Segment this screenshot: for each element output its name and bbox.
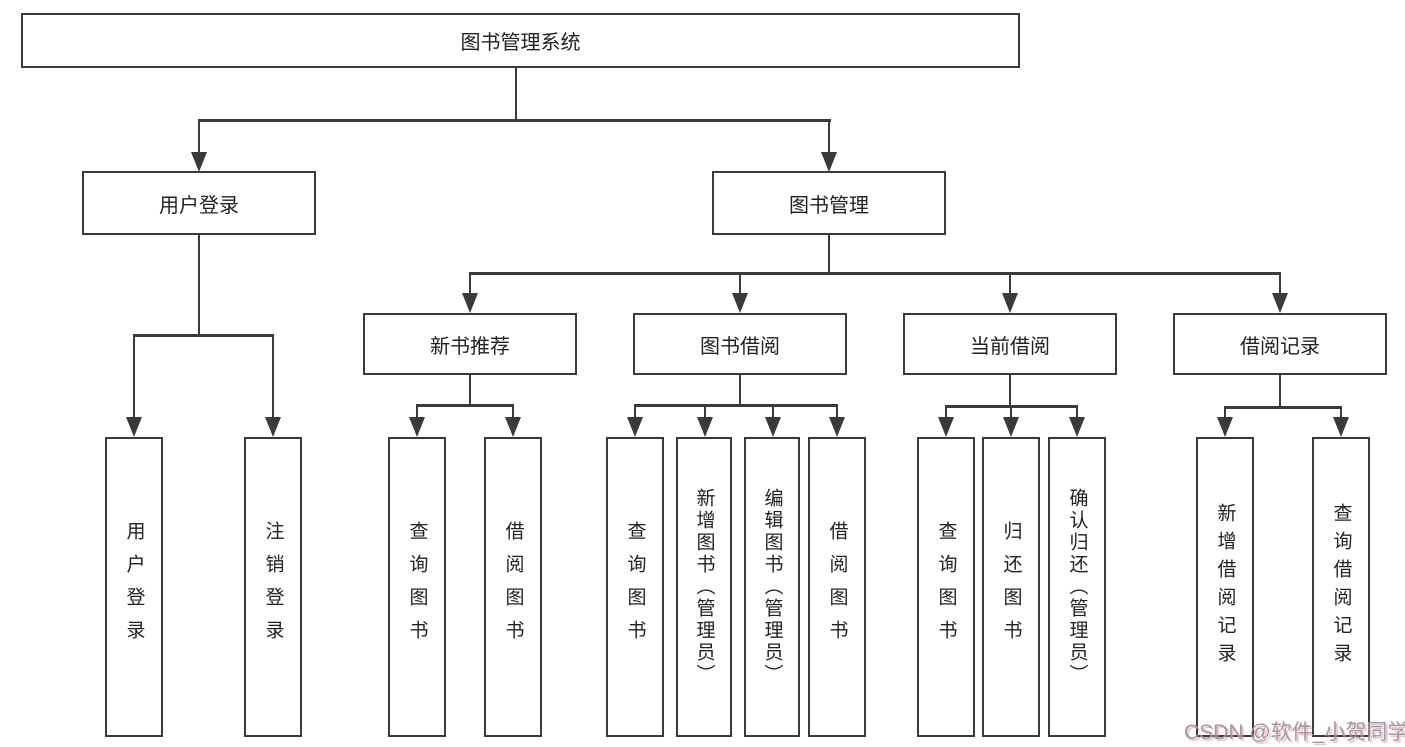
node-confirm-return: 确认归还（管理员）: [1048, 437, 1106, 737]
arrow-down-icon: [938, 417, 954, 437]
node-root: 图书管理系统: [21, 13, 1020, 68]
node-edit-book: 编辑图书（管理员）: [744, 437, 800, 737]
arrow-down-icon: [265, 417, 281, 437]
arrow-down-icon: [191, 152, 207, 172]
connector-line: [132, 334, 275, 337]
node-query-record: 查询借阅记录: [1312, 437, 1370, 737]
node-new-recommend: 新书推荐: [363, 313, 577, 375]
node-borrow-book-2-label: 借阅图书: [826, 521, 848, 653]
connector-line: [271, 334, 275, 420]
node-logout-label: 注销登录: [262, 521, 284, 653]
connector-line: [1339, 406, 1343, 419]
node-borrow-record-label: 借阅记录: [1240, 335, 1320, 358]
arrow-down-icon: [627, 417, 643, 437]
connector-line: [835, 404, 839, 419]
node-query-book-2-label: 查询图书: [624, 521, 646, 653]
connector-line: [415, 404, 419, 419]
node-login-label: 用户登录: [123, 521, 145, 653]
arrow-down-icon: [126, 417, 142, 437]
connector-line: [1278, 272, 1282, 297]
node-book-mgmt: 图书管理: [712, 171, 946, 235]
connector-line: [511, 404, 515, 419]
arrow-down-icon: [1002, 293, 1018, 313]
node-user-login-label: 用户登录: [159, 194, 239, 217]
connector-line: [703, 404, 707, 419]
node-current-borrow-label: 当前借阅: [970, 335, 1050, 358]
connector-line: [197, 235, 201, 336]
node-return-book-label: 归还图书: [1000, 521, 1022, 653]
connector-line: [944, 405, 948, 419]
arrow-down-icon: [1333, 417, 1349, 437]
node-confirm-return-label: 确认归还（管理员）: [1066, 488, 1088, 686]
connector-line: [1278, 375, 1282, 408]
connector-line: [827, 119, 831, 155]
node-current-borrow: 当前借阅: [903, 313, 1117, 375]
node-add-record: 新增借阅记录: [1196, 437, 1254, 737]
arrow-down-icon: [462, 293, 478, 313]
node-book-mgmt-label: 图书管理: [789, 194, 869, 217]
node-add-book: 新增图书（管理员）: [676, 437, 732, 737]
arrow-down-icon: [1272, 293, 1288, 313]
arrow-down-icon: [821, 152, 837, 172]
arrow-down-icon: [1069, 417, 1085, 437]
connector-line: [468, 272, 472, 297]
node-query-book-3-label: 查询图书: [935, 521, 957, 653]
node-borrow-book-1-label: 借阅图书: [502, 521, 524, 653]
connector-line: [132, 334, 136, 420]
arrow-down-icon: [1003, 417, 1019, 437]
connector-line: [197, 119, 831, 122]
connector-line: [1008, 272, 1012, 297]
node-borrow-book-1: 借阅图书: [484, 437, 542, 737]
connector-line: [1075, 405, 1079, 419]
node-edit-book-label: 编辑图书（管理员）: [761, 488, 783, 686]
connector-line: [1008, 375, 1012, 407]
connector-line: [738, 272, 742, 297]
connector-line: [468, 272, 1282, 275]
arrow-down-icon: [1217, 417, 1233, 437]
arrow-down-icon: [829, 417, 845, 437]
node-login: 用户登录: [105, 437, 163, 737]
node-return-book: 归还图书: [982, 437, 1040, 737]
node-user-login: 用户登录: [82, 171, 316, 235]
node-borrow-record: 借阅记录: [1173, 313, 1387, 375]
connector-line: [633, 404, 637, 419]
arrow-down-icon: [697, 417, 713, 437]
connector-line: [468, 375, 472, 406]
connector-line: [771, 404, 775, 419]
node-query-book-3: 查询图书: [917, 437, 975, 737]
connector-line: [415, 404, 515, 407]
node-book-borrow-label: 图书借阅: [700, 335, 780, 358]
node-query-record-label: 查询借阅记录: [1330, 503, 1352, 671]
arrow-down-icon: [409, 417, 425, 437]
node-query-book-2: 查询图书: [606, 437, 664, 737]
node-logout: 注销登录: [244, 437, 302, 737]
node-query-book-1-label: 查询图书: [406, 521, 428, 653]
arrow-down-icon: [765, 417, 781, 437]
arrow-down-icon: [505, 417, 521, 437]
node-query-book-1: 查询图书: [388, 437, 446, 737]
node-root-label: 图书管理系统: [460, 32, 581, 54]
node-borrow-book-2: 借阅图书: [808, 437, 866, 737]
arrow-down-icon: [732, 293, 748, 313]
connector-line: [633, 404, 839, 407]
connector-line: [1223, 406, 1343, 409]
connector-line: [197, 119, 201, 155]
connector-line: [827, 235, 831, 274]
connector-line: [1223, 406, 1227, 419]
connector-line: [738, 375, 742, 406]
node-new-recommend-label: 新书推荐: [430, 335, 510, 358]
connector-line: [1009, 405, 1013, 419]
node-book-borrow: 图书借阅: [633, 313, 847, 375]
csdn-watermark: CSDN @软件_小贺同学: [1184, 721, 1405, 744]
connector-line: [514, 68, 518, 120]
node-add-record-label: 新增借阅记录: [1214, 503, 1236, 671]
node-add-book-label: 新增图书（管理员）: [693, 488, 715, 686]
